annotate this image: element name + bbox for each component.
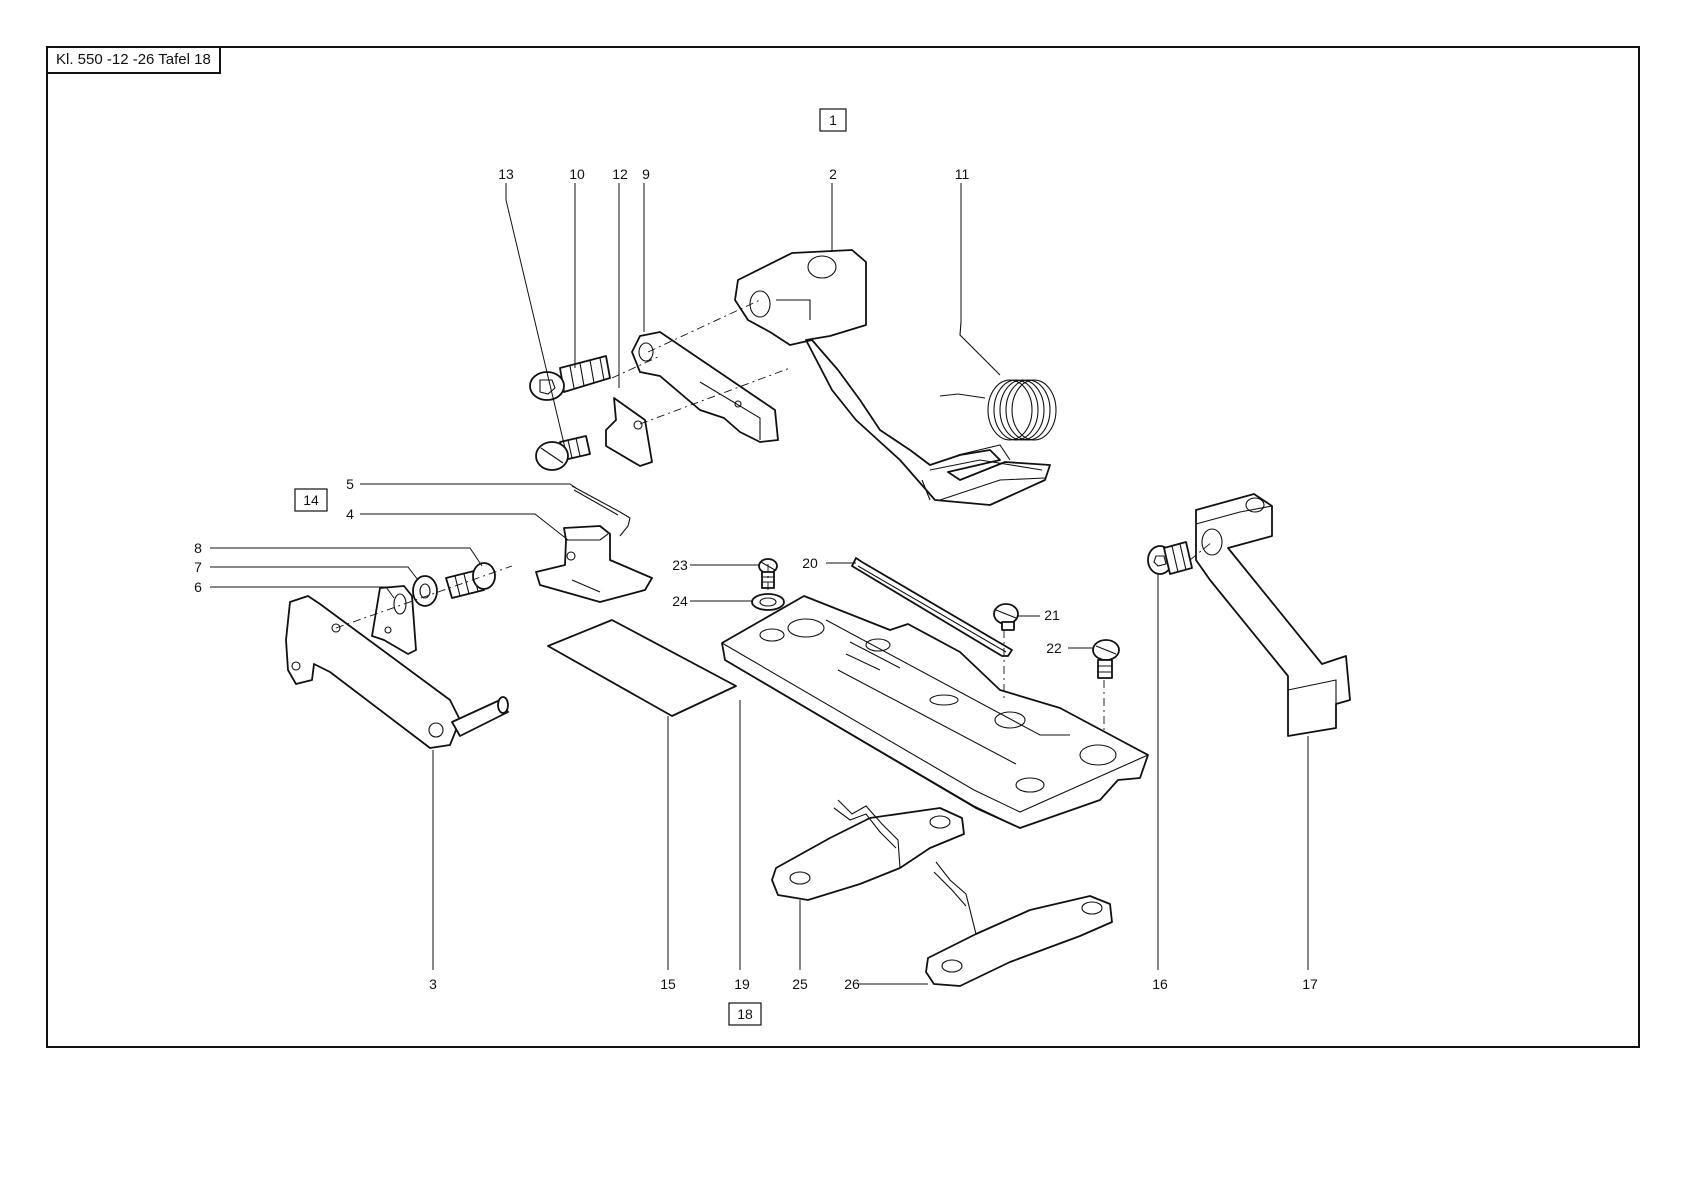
boxed-callout-18: 18 [729,1003,761,1025]
part-26-feed-dog [926,862,1112,986]
label-24: 24 [672,593,688,609]
boxed-callout-1: 1 [820,109,846,131]
label-23: 23 [672,557,688,573]
part-2-presser-foot-holder [735,250,1050,505]
part-7-washer [413,576,437,606]
label-20: 20 [802,555,818,571]
label-9: 9 [642,166,650,182]
part-25-feed-dog [772,800,964,900]
part-6-adjust-plate [372,586,416,654]
svg-text:1: 1 [829,112,837,128]
part-10-socket-screw [530,356,610,400]
label-22: 22 [1046,640,1062,656]
label-26: 26 [844,976,860,992]
part-22-screw [1093,640,1119,678]
label-3: 3 [429,976,437,992]
part-24-washer [752,594,784,610]
label-13: 13 [498,166,514,182]
part-11-torsion-spring [940,322,1056,440]
part-17-holder-arm [1196,494,1350,736]
label-21: 21 [1044,607,1060,623]
part-19-needle-plate [722,596,1148,828]
label-5: 5 [346,476,354,492]
label-10: 10 [569,166,585,182]
label-17: 17 [1302,976,1318,992]
label-7: 7 [194,559,202,575]
label-25: 25 [792,976,808,992]
label-4: 4 [346,506,354,522]
label-6: 6 [194,579,202,595]
svg-text:18: 18 [737,1006,753,1022]
label-11: 11 [955,166,970,182]
label-12: 12 [612,166,628,182]
label-8: 8 [194,540,202,556]
label-16: 16 [1152,976,1168,992]
part-21-screw [994,604,1018,630]
part-16-set-screw [1148,542,1192,574]
svg-text:14: 14 [303,492,319,508]
part-4-guide-foot [536,526,652,602]
part-12-small-block [606,398,652,466]
part-15-cover-sheet [548,620,736,716]
label-2: 2 [829,166,837,182]
boxed-callout-14: 14 [295,489,327,511]
label-15: 15 [660,976,676,992]
part-8-screw [446,563,495,598]
part-9-link-arm [632,332,778,442]
label-19: 19 [734,976,750,992]
